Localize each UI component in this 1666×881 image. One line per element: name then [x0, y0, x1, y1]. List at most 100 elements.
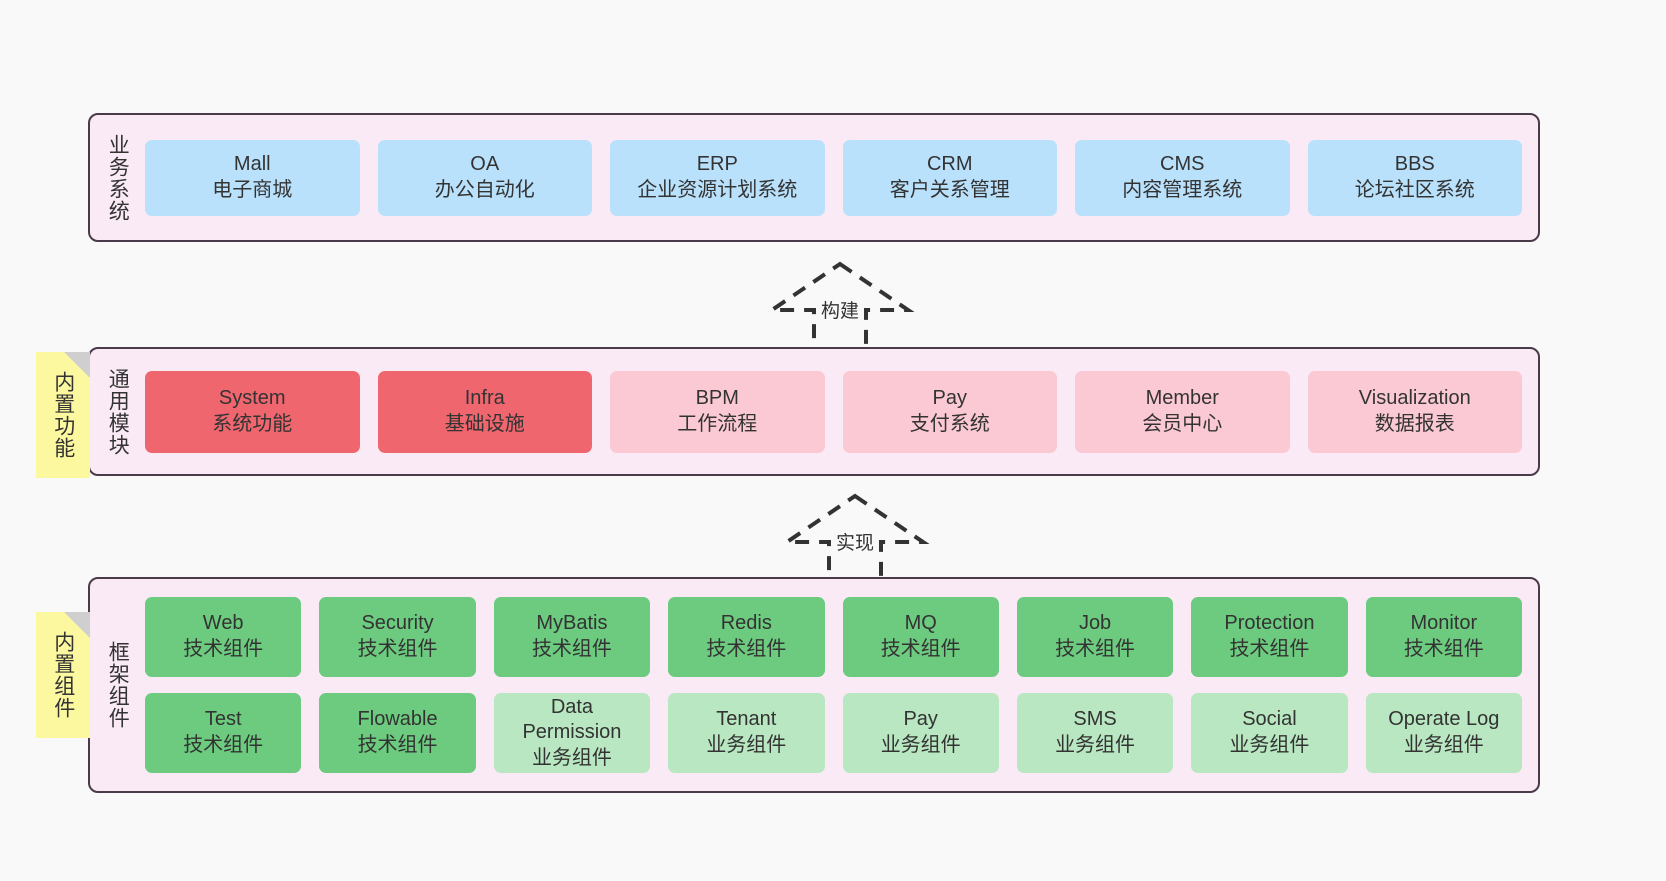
sticky-note-label: 内置功能 [51, 371, 75, 459]
node-subtitle: 业务组件 [880, 734, 961, 756]
node-operate-log[interactable]: Operate Log 业务组件 [1365, 693, 1522, 773]
layer-body-framework-components: Web 技术组件 Security 技术组件 MyBatis 技术组件 Redi… [145, 579, 1538, 791]
page-fold-icon [64, 612, 90, 638]
node-title: Tenant [716, 708, 777, 731]
node-title: Visualization [1358, 386, 1471, 409]
node-subtitle: 论坛社区系统 [1354, 178, 1475, 201]
node-monitor[interactable]: Monitor 技术组件 [1365, 597, 1522, 677]
node-title: Social [1242, 708, 1297, 731]
node-title: Monitor [1410, 612, 1478, 635]
node-mq[interactable]: MQ 技术组件 [842, 597, 999, 677]
node-subtitle: 业务组件 [531, 746, 612, 769]
node-title: MQ [904, 612, 937, 635]
node-subtitle: 技术组件 [880, 638, 961, 660]
node-pay-module[interactable]: Pay 支付系统 [842, 370, 1057, 453]
node-oa[interactable]: OA 办公自动化 [377, 139, 592, 216]
layer-label-common-modules: 通用模块 [106, 367, 130, 456]
node-subtitle: 办公自动化 [434, 178, 535, 201]
node-title: Data Permission [522, 695, 622, 744]
node-data-permission[interactable]: Data Permission 业务组件 [493, 693, 651, 773]
node-sms[interactable]: SMS 业务组件 [1016, 693, 1174, 773]
node-tenant[interactable]: Tenant 业务组件 [668, 693, 825, 773]
node-subtitle: 技术组件 [1055, 638, 1136, 660]
node-title: BBS [1394, 152, 1435, 175]
node-subtitle: 业务组件 [1055, 734, 1136, 756]
node-title: Job [1078, 612, 1112, 635]
node-protection[interactable]: Protection 技术组件 [1191, 597, 1348, 677]
node-subtitle: 基础设施 [444, 412, 525, 435]
node-subtitle: 会员中心 [1142, 412, 1223, 435]
node-social[interactable]: Social 业务组件 [1191, 693, 1348, 773]
node-cms[interactable]: CMS 内容管理系统 [1075, 139, 1290, 216]
layer-body-business-systems: Mall 电子商城 OA 办公自动化 ERP 企业资源计划系统 CRM 客户关系… [145, 115, 1538, 240]
node-infra[interactable]: Infra 基础设施 [377, 370, 592, 453]
node-title: System [218, 386, 286, 409]
node-title: ERP [696, 152, 738, 175]
node-mybatis[interactable]: MyBatis 技术组件 [493, 597, 651, 677]
layer-row: System 系统功能 Infra 基础设施 BPM 工作流程 Pay 支付系统… [145, 370, 1522, 453]
node-subtitle: 技术组件 [183, 638, 264, 660]
node-subtitle: 业务组件 [1403, 734, 1484, 756]
node-subtitle: 电子商城 [212, 178, 293, 201]
node-subtitle: 数据报表 [1374, 412, 1455, 435]
node-bpm[interactable]: BPM 工作流程 [610, 370, 825, 453]
node-title: BPM [695, 386, 739, 409]
node-subtitle: 技术组件 [706, 638, 787, 660]
node-title: CMS [1160, 152, 1205, 175]
node-title: MyBatis [536, 612, 608, 635]
node-title: OA [470, 152, 500, 175]
node-subtitle: 技术组件 [357, 734, 438, 756]
node-title: Web [202, 612, 244, 635]
node-member[interactable]: Member 会员中心 [1075, 370, 1290, 453]
node-redis[interactable]: Redis 技术组件 [668, 597, 825, 677]
layer-label-business-systems: 业务系统 [106, 133, 130, 222]
layer-business-systems: 业务系统 Mall 电子商城 OA 办公自动化 ERP 企业资源计划系统 CRM… [88, 113, 1540, 242]
layer-row: Test 技术组件 Flowable 技术组件 Data Permission … [145, 693, 1522, 773]
node-subtitle: 系统功能 [212, 412, 293, 435]
node-security[interactable]: Security 技术组件 [319, 597, 476, 677]
node-subtitle: 工作流程 [677, 412, 758, 435]
node-subtitle: 技术组件 [1403, 638, 1484, 660]
sticky-note-built-in-components: 内置组件 [36, 612, 90, 738]
node-title: Pay [932, 386, 967, 409]
node-title: Protection [1224, 612, 1315, 635]
layer-body-common-modules: System 系统功能 Infra 基础设施 BPM 工作流程 Pay 支付系统… [145, 349, 1538, 474]
node-subtitle: 技术组件 [183, 734, 264, 756]
node-title: Redis [720, 612, 772, 635]
node-title: Mall [233, 152, 271, 175]
node-mall[interactable]: Mall 电子商城 [145, 139, 360, 216]
node-bbs[interactable]: BBS 论坛社区系统 [1307, 139, 1522, 216]
node-title: Operate Log [1388, 708, 1500, 731]
node-system[interactable]: System 系统功能 [145, 370, 360, 453]
sticky-note-label: 内置组件 [51, 631, 75, 719]
arrow-implement-icon [780, 493, 930, 590]
layer-framework-components: 框架组件 Web 技术组件 Security 技术组件 MyBatis 技术组件… [88, 577, 1540, 793]
node-title: SMS [1073, 708, 1117, 731]
layer-row: Mall 电子商城 OA 办公自动化 ERP 企业资源计划系统 CRM 客户关系… [145, 139, 1522, 216]
layer-label-framework-components: 框架组件 [106, 641, 130, 729]
node-subtitle: 内容管理系统 [1122, 178, 1243, 201]
node-web[interactable]: Web 技术组件 [145, 597, 302, 677]
node-subtitle: 技术组件 [1229, 638, 1310, 660]
page-fold-icon [64, 352, 90, 378]
node-subtitle: 业务组件 [1229, 734, 1310, 756]
node-job[interactable]: Job 技术组件 [1016, 597, 1174, 677]
node-erp[interactable]: ERP 企业资源计划系统 [610, 139, 825, 216]
node-crm[interactable]: CRM 客户关系管理 [842, 139, 1057, 216]
node-flowable[interactable]: Flowable 技术组件 [319, 693, 476, 773]
node-pay-component[interactable]: Pay 业务组件 [842, 693, 999, 773]
node-title: Infra [464, 386, 505, 409]
node-subtitle: 技术组件 [357, 638, 438, 660]
layer-common-modules: 通用模块 System 系统功能 Infra 基础设施 BPM 工作流程 Pay… [88, 347, 1540, 476]
layer-row: Web 技术组件 Security 技术组件 MyBatis 技术组件 Redi… [145, 597, 1522, 677]
node-title: Test [204, 708, 242, 731]
node-test[interactable]: Test 技术组件 [145, 693, 302, 773]
sticky-note-built-in-functions: 内置功能 [36, 352, 90, 478]
node-title: Member [1145, 386, 1219, 409]
node-title: Pay [903, 708, 938, 731]
node-title: CRM [926, 152, 973, 175]
node-visualization[interactable]: Visualization 数据报表 [1307, 370, 1522, 453]
arrow-build: 构建 [760, 258, 920, 358]
arrow-build-icon [765, 261, 915, 358]
